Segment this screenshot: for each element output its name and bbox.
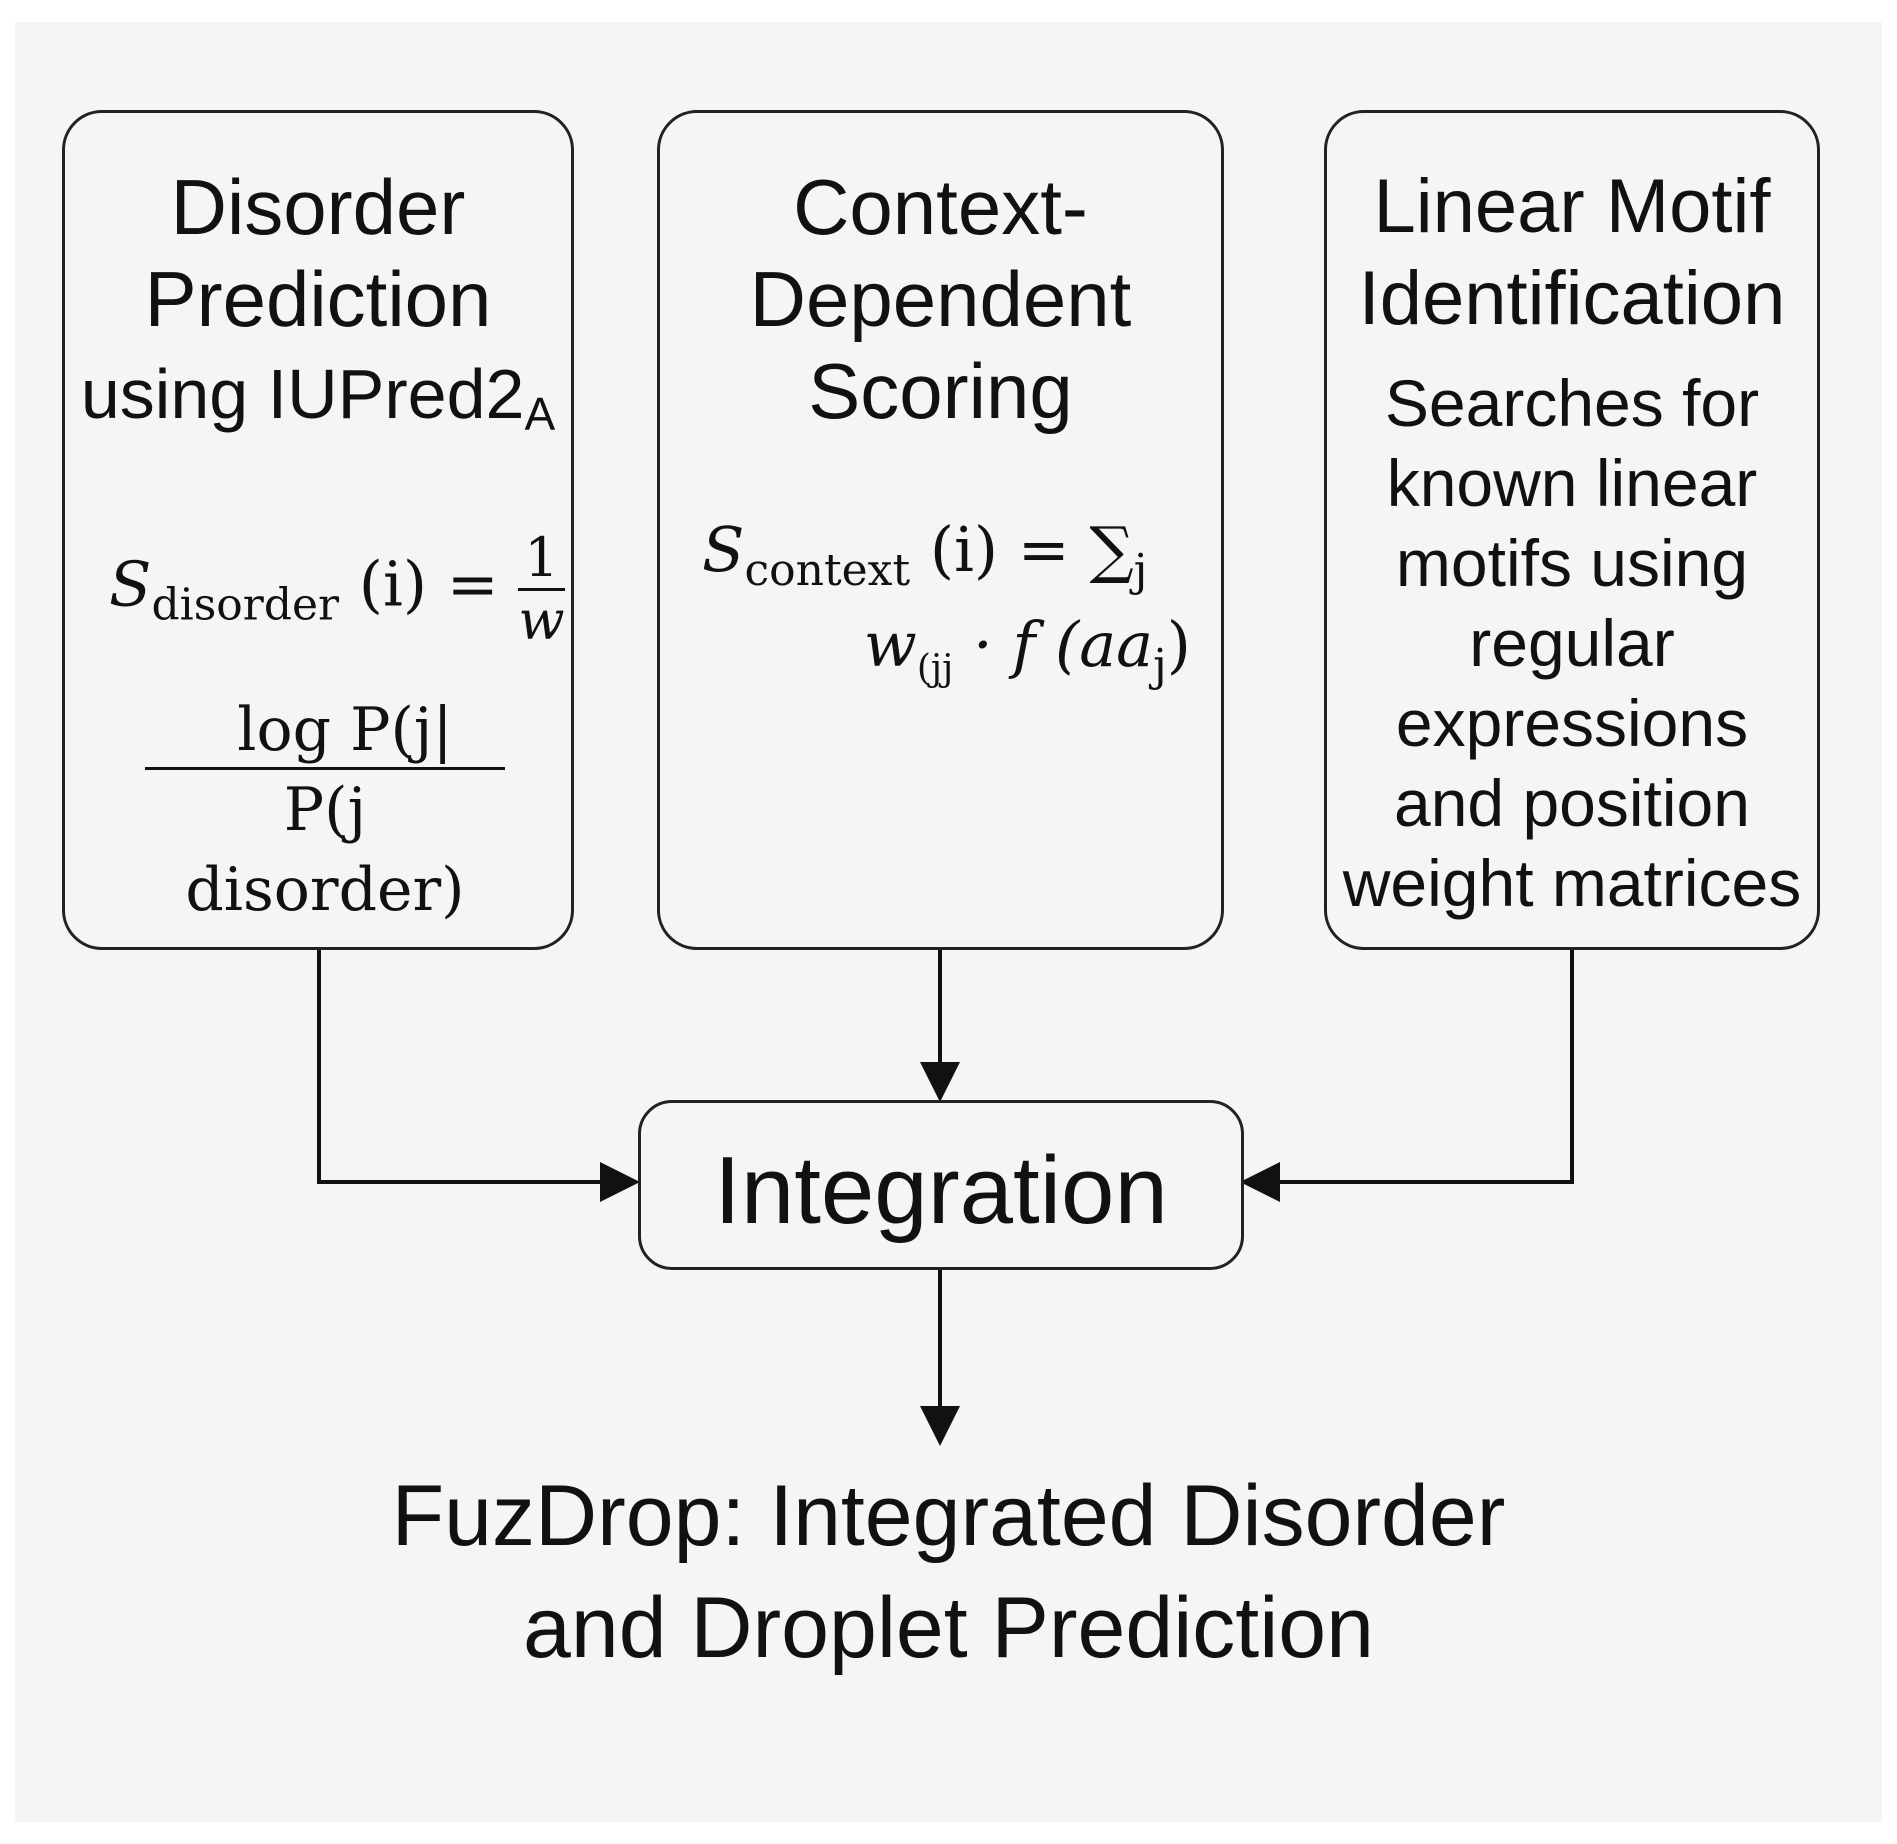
motif-description: Searches for known linear motifs using r… (1327, 363, 1817, 923)
output-line1: FuzDrop: Integrated Disorder (391, 1468, 1506, 1564)
integration-box: Integration (638, 1100, 1244, 1270)
context-scoring-box: Context- Dependent Scoring Scontext (i) … (657, 110, 1224, 950)
disorder-title-line2: Prediction (144, 255, 492, 343)
disorder-title-line3-wrap: using IUPred2A (80, 355, 555, 440)
disorder-formula-big-num: log P(j| (145, 693, 505, 770)
context-formula-rhs: (i) = ∑ (929, 513, 1134, 586)
context-title-line1: Context- (793, 163, 1088, 251)
context-formula-f: · f (aa (953, 608, 1154, 681)
context-formula-line1: Scontext (i) = ∑j (702, 513, 1147, 596)
disorder-prediction-box: Disorder Prediction using IUPred2A Sdiso… (62, 110, 574, 950)
motif-desc-line: expressions (1395, 686, 1749, 760)
context-formula-lhs: S (702, 513, 745, 586)
motif-desc-line: motifs using (1395, 526, 1749, 600)
context-formula-aa-sub: j (1153, 640, 1167, 691)
context-formula-line2: w(jj · f (aaj) (864, 608, 1191, 691)
motif-desc-line: known linear (1386, 446, 1758, 520)
disorder-formula-big-den: P(j disorder) (185, 775, 465, 925)
disorder-formula-lhs: S (109, 547, 152, 621)
integration-label: Integration (714, 1137, 1168, 1244)
context-formula-lhs-sub: context (744, 545, 911, 596)
disorder-formula: Sdisorder (i) = 1 w (109, 528, 565, 651)
disorder-formula-arg: (i) = (358, 547, 499, 621)
disorder-title-line3: using IUPred2 (80, 355, 525, 433)
linear-motif-box: Linear Motif Identification Searches for… (1324, 110, 1820, 950)
motif-title: Linear Motif Identification (1327, 161, 1817, 345)
disorder-formula-lhs-sub: disorder (151, 579, 340, 631)
context-formula-close: ) (1166, 608, 1191, 681)
motif-title-line2: Identification (1358, 256, 1786, 341)
disorder-formula-small-fraction: 1 w (518, 528, 565, 652)
disorder-formula-small-den: w (518, 589, 565, 652)
motif-desc-line: regular (1469, 606, 1675, 680)
output-line2: and Droplet Prediction (523, 1580, 1374, 1676)
disorder-formula-big-fraction: log P(j| P(j disorder) (145, 693, 505, 930)
context-title-line3: Scoring (808, 347, 1073, 435)
output-title: FuzDrop: Integrated Disorder and Droplet… (0, 1460, 1897, 1684)
context-title-line2: Dependent (749, 255, 1132, 343)
context-formula-w: w (863, 608, 917, 681)
motif-title-line1: Linear Motif (1373, 164, 1771, 249)
arrow-disorder-to-integration (317, 950, 640, 1202)
motif-desc-line: Searches for (1384, 366, 1760, 440)
disorder-formula-small-num: 1 (518, 528, 565, 591)
motif-desc-line: weight matrices (1342, 846, 1802, 920)
disorder-title-subscript: A (524, 388, 556, 440)
motif-desc-line: and position (1394, 766, 1750, 840)
disorder-title: Disorder Prediction using IUPred2A (65, 161, 571, 460)
context-title: Context- Dependent Scoring (660, 161, 1221, 437)
arrow-motif-to-integration (1240, 950, 1574, 1202)
context-formula-rhs-sub: j (1133, 545, 1148, 596)
context-formula-w-sub: (jj (916, 648, 954, 689)
disorder-title-line1: Disorder (170, 163, 466, 251)
